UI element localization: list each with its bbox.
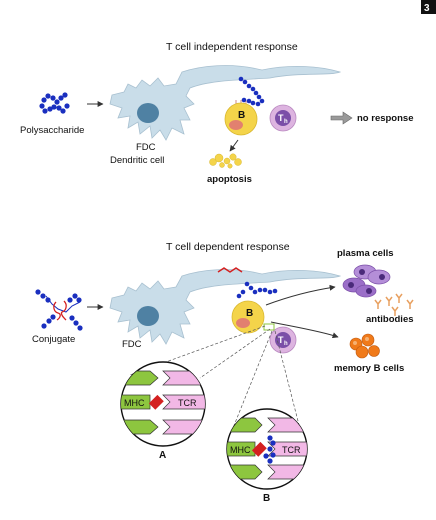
- page-number-badge: 3: [421, 0, 436, 14]
- th-cell-bottom-nucleus: [275, 332, 291, 348]
- panel-a-circle: MHC TCR: [120, 361, 206, 447]
- arrow-to-plasma: [265, 284, 336, 306]
- dendritic-cell-bottom: [109, 269, 342, 345]
- dendritic-cell-label: Dendritic cell: [110, 155, 164, 166]
- b-cell-bottom-nucleus: [236, 318, 250, 328]
- panel-a-label: A: [159, 450, 166, 461]
- th-cell-bottom-label: T: [278, 335, 284, 345]
- th-cell-top-nucleus: [275, 110, 291, 126]
- page-number: 3: [424, 3, 430, 14]
- memory-b-cells: [349, 333, 380, 359]
- apoptotic-fragments: [209, 153, 242, 169]
- conjugate-label: Conjugate: [32, 334, 75, 345]
- panel-b-mhc: MHC: [230, 445, 251, 455]
- fdc-label-bottom: FDC: [122, 339, 142, 350]
- antibodies-label: antibodies: [366, 314, 414, 325]
- polysaccharide-chain: [39, 92, 70, 114]
- th-cell-top-label: T: [278, 113, 284, 123]
- no-response-label: no response: [357, 113, 414, 124]
- no-response-arrow: [330, 111, 353, 125]
- b-cell-top-label: B: [238, 110, 245, 121]
- conjugate-molecule: [35, 289, 83, 331]
- panel-a-antigen: [148, 394, 164, 410]
- th-cell-top-sub: h: [284, 119, 288, 125]
- dendritic-bottom-nucleus: [137, 306, 159, 326]
- panel-b-circle: MHC TCR: [226, 408, 308, 490]
- fdc-label-top: FDC: [136, 142, 156, 153]
- polysaccharide-label: Polysaccharide: [20, 125, 84, 136]
- dependent-title: T cell dependent response: [166, 241, 290, 253]
- panel-a-tcr: TCR: [178, 398, 197, 408]
- bound-polysaccharide: [238, 76, 265, 107]
- panel-a-mhc: MHC: [124, 398, 145, 408]
- b-cell-top-nucleus: [229, 120, 243, 130]
- plasma-cells: [342, 264, 391, 298]
- apoptosis-label: apoptosis: [207, 174, 252, 185]
- dendritic-nucleus: [137, 103, 159, 123]
- panel-b-polysaccharide: [263, 435, 276, 464]
- independent-title: T cell independent response: [166, 41, 298, 53]
- memory-b-cells-label: memory B cells: [334, 363, 404, 374]
- antibodies: [374, 293, 414, 316]
- panel-b-tcr: TCR: [282, 445, 301, 455]
- arrow-to-memory: [270, 321, 339, 339]
- panel-b-antigen: [251, 441, 267, 457]
- b-cell-bottom-label: B: [246, 308, 253, 319]
- dendritic-cell: [109, 65, 342, 141]
- bound-conjugate: [217, 267, 278, 299]
- panel-b-label: B: [263, 493, 270, 504]
- synapse-marker: [263, 323, 275, 331]
- arrow-to-apoptosis: [229, 139, 239, 152]
- magnification-lines: [129, 325, 300, 429]
- th-cell-bottom-sub: h: [284, 341, 288, 347]
- plasma-cells-label: plasma cells: [337, 248, 394, 259]
